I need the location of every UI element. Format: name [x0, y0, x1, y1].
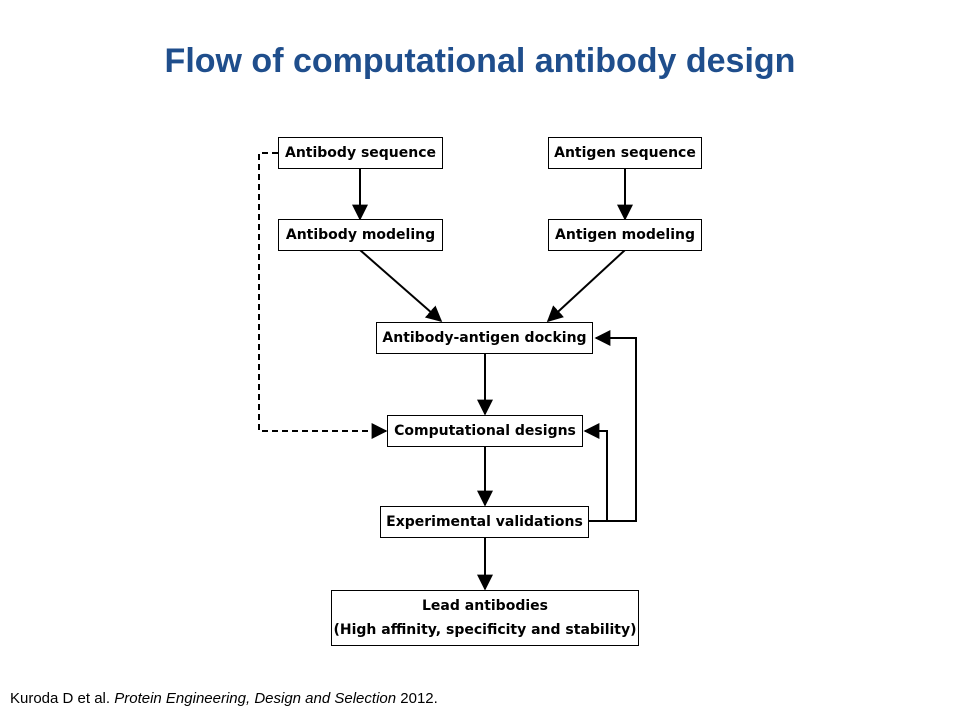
- citation: Kuroda D et al. Protein Engineering, Des…: [10, 690, 438, 707]
- arrow-antibody-modeling-to-docking: [359, 249, 443, 323]
- citation-year: 2012.: [400, 690, 438, 707]
- experimental-validations-box: Experimental validations: [380, 506, 589, 538]
- antibody-sequence-label: Antibody sequence: [284, 145, 437, 161]
- citation-journal: Protein Engineering, Design and Selectio…: [114, 690, 397, 707]
- arrow-antigen-modeling-to-docking: [546, 249, 626, 323]
- antigen-modeling-label: Antigen modeling: [555, 227, 695, 243]
- slide-title: Flow of computational antibody design: [164, 42, 796, 80]
- antigen-modeling-box: Antigen modeling: [548, 219, 702, 251]
- experimental-validations-label: Experimental validations: [386, 514, 583, 530]
- lead-antibodies-label: Lead antibodies: [422, 598, 548, 614]
- docking-box: Antibody-antigen docking: [376, 322, 593, 354]
- feedback-arrow-validations-to-docking: [589, 330, 637, 522]
- docking-label: Antibody-antigen docking: [382, 330, 587, 346]
- lead-antibodies-box: Lead antibodies (High affinity, specific…: [331, 590, 639, 646]
- computational-designs-box: Computational designs: [387, 415, 583, 447]
- lead-antibodies-properties: (High affinity, specificity and stabilit…: [333, 622, 637, 638]
- antibody-modeling-label: Antibody modeling: [285, 227, 436, 243]
- computational-designs-label: Computational designs: [394, 423, 576, 439]
- dashed-arrow-antibody-sequence-to-designs: [258, 152, 388, 439]
- antigen-sequence-label: Antigen sequence: [554, 145, 696, 161]
- antibody-sequence-box: Antibody sequence: [278, 137, 443, 169]
- antigen-sequence-box: Antigen sequence: [548, 137, 702, 169]
- antibody-modeling-box: Antibody modeling: [278, 219, 443, 251]
- citation-authors: Kuroda D et al.: [10, 690, 111, 707]
